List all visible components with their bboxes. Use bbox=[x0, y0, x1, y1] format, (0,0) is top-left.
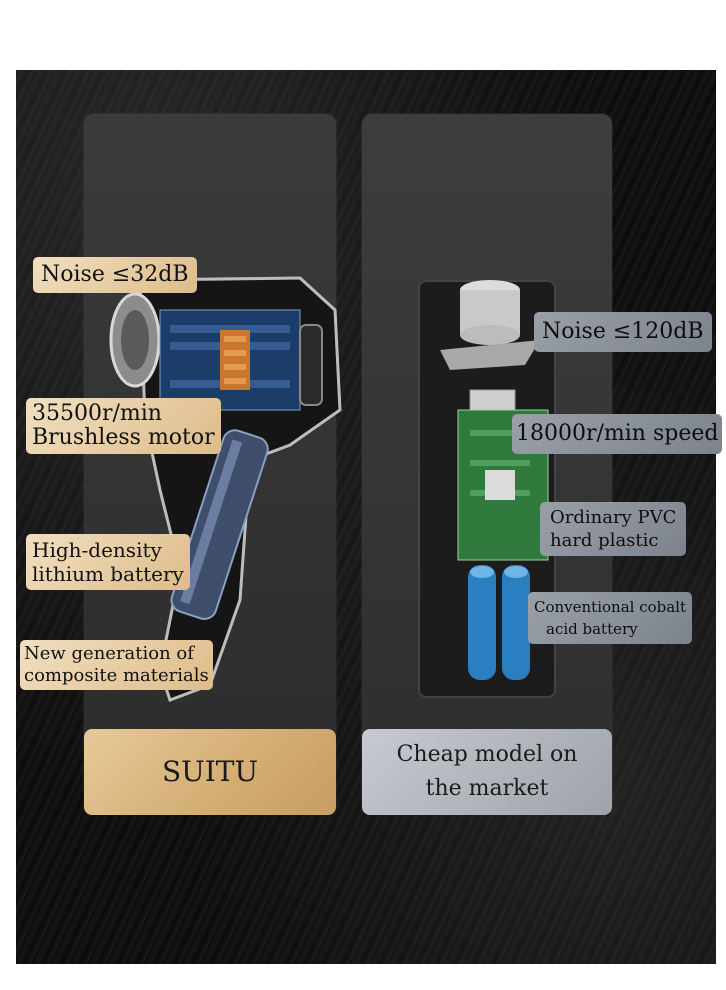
suitu-blower-cutaway-image bbox=[109, 276, 342, 702]
motor-label-line2: Brushless motor bbox=[32, 425, 215, 450]
battery-label-left-line2: lithium battery bbox=[32, 562, 184, 586]
cheap-model-footer-line1: Cheap model on bbox=[396, 742, 578, 767]
suitu-footer-text: SUITU bbox=[161, 755, 259, 788]
motor-label: 35500r/min Brushless motor bbox=[26, 398, 221, 454]
plastic-label-line1: Ordinary PVC bbox=[550, 507, 677, 528]
noise-label-right: Noise ≤120dB bbox=[534, 312, 712, 353]
battery-label-right-line1: Conventional cobalt bbox=[534, 598, 687, 616]
suitu-footer: SUITU bbox=[84, 729, 336, 815]
noise-label-right-text: Noise ≤120dB bbox=[542, 319, 704, 344]
cheap-model-footer-line2: the market bbox=[425, 776, 549, 801]
speed-label: 18000r/min speed bbox=[512, 414, 723, 455]
plastic-label: Ordinary PVC hard plastic bbox=[540, 502, 687, 556]
material-label-line2: composite materials bbox=[24, 665, 209, 686]
battery-label-right: Conventional cobalt acid battery bbox=[528, 592, 693, 644]
material-label-line1: New generation of bbox=[24, 643, 194, 664]
cheap-model-footer: Cheap model on the market bbox=[362, 729, 612, 815]
cheap-model-internals bbox=[440, 280, 549, 680]
battery-label-left: High-density lithium battery bbox=[26, 534, 190, 590]
motor-label-line1: 35500r/min bbox=[32, 401, 162, 426]
material-label: New generation of composite materials bbox=[20, 640, 213, 690]
noise-label-left-text: Noise ≤32dB bbox=[41, 262, 189, 287]
noise-label-left: Noise ≤32dB bbox=[33, 257, 197, 294]
battery-label-right-line2: acid battery bbox=[546, 620, 638, 638]
speed-label-text: 18000r/min speed bbox=[516, 421, 719, 446]
plastic-label-line2: hard plastic bbox=[550, 530, 659, 551]
battery-label-left-line1: High-density bbox=[32, 538, 162, 562]
